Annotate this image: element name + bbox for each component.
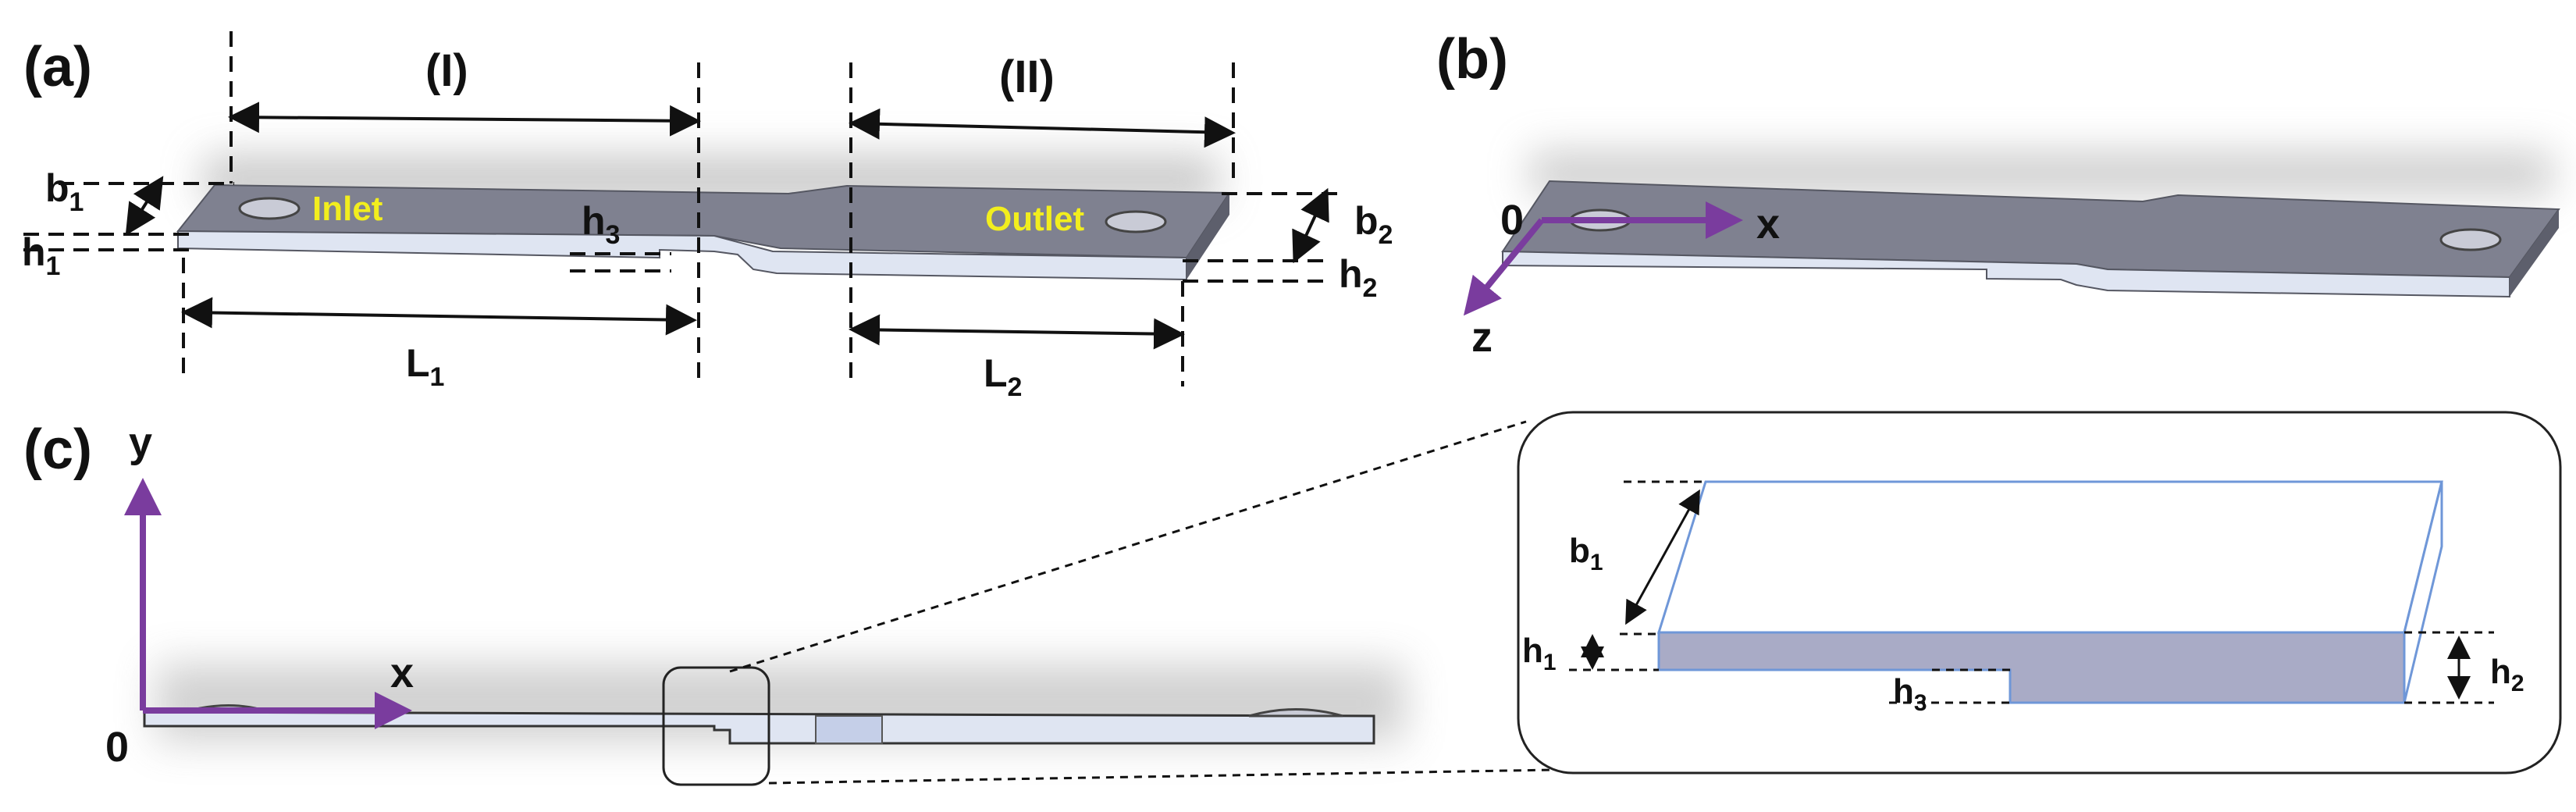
axis-c-x-label: x [390,650,414,696]
b1-label-inset: b1 [1569,532,1603,575]
axis-b-z-label: z [1471,314,1493,361]
panel-label-a: (a) [23,36,92,98]
panel-c: (c) y x 0 b1 [23,411,2562,786]
inlet-hole [238,197,301,220]
axis-b-z [1463,218,1545,316]
panel-label-c: (c) [23,418,92,481]
h2-label-inset: h2 [2490,653,2524,696]
channel-c-outlet-boss [1248,708,1343,718]
zoom-connector-bottom [768,767,1601,785]
h2-label-a: h2 [1339,252,1377,303]
axis-b-x-label: x [1756,201,1780,248]
section-II-label: (II) [999,52,1055,102]
channel-a-end-face [1187,193,1229,280]
channel-b-end-face [2510,209,2559,297]
outlet-label: Outlet [985,200,1084,238]
channel-b-outlet-hole [2439,228,2502,251]
zoom-region-box [662,666,770,786]
inlet-label: Inlet [312,190,383,228]
L1-label: L1 [406,341,444,392]
L2-label: L2 [984,351,1022,402]
L2-arrow [849,314,1185,350]
channel-c-body [143,710,1375,745]
h3-label-a: h3 [582,199,620,250]
channel-c-window [815,715,883,744]
section-I-label: (I) [425,45,468,96]
h1-label-inset: h1 [1522,632,1557,675]
section-I-arrow [228,102,701,137]
b2-arrow [1292,187,1329,264]
b2-label-a: b2 [1354,199,1393,250]
channel-a-side-face [177,230,1187,281]
inset-b1-arrow [1625,489,1700,625]
L1-arrow [181,297,697,336]
axis-c-y-label: y [129,419,152,466]
b1-label-a: b1 [45,166,84,217]
inset-top-face [1656,480,2443,634]
origin-label-b: 0 [1500,197,1524,244]
panel-a: (a) Inlet Outlet [22,31,1393,402]
b1-arrow [125,176,164,236]
outlet-hole [1105,210,1167,233]
panel-b: (b) 0 x z [1436,28,2560,361]
h3-label-inset: h3 [1893,672,1927,716]
origin-label-c: 0 [105,724,129,771]
h1-label-a: h1 [22,230,60,281]
zoom-connector-top [729,420,1527,673]
channel-b-side-face [1502,250,2510,298]
panel-label-b: (b) [1436,28,1508,91]
section-II-arrow [849,108,1236,148]
